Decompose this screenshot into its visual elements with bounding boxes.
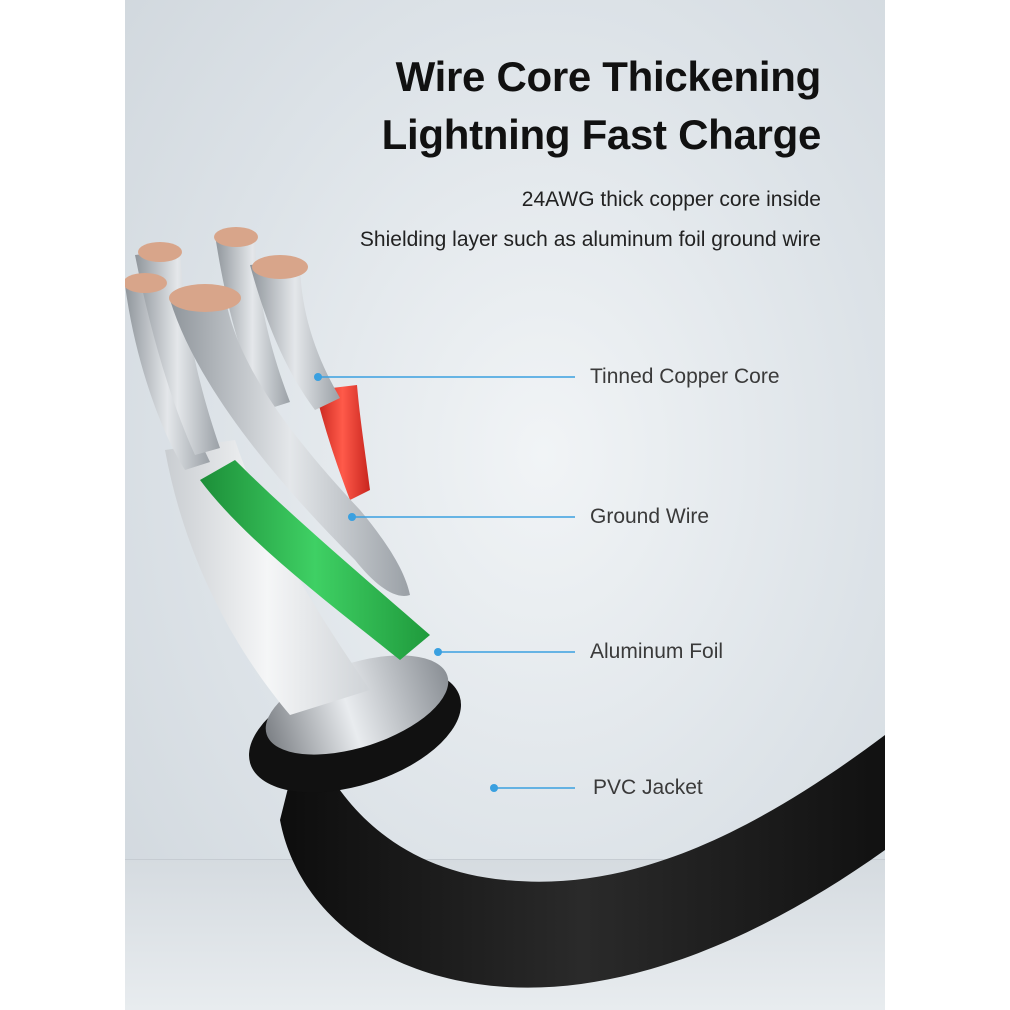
white-wire	[165, 440, 370, 715]
strand-bundle-4	[250, 260, 340, 410]
callout-label-tinned-copper-core: Tinned Copper Core	[590, 365, 780, 388]
strand-bundle-3	[215, 230, 290, 410]
product-image-panel: Wire Core Thickening Lightning Fast Char…	[125, 0, 885, 1010]
callout-label-pvc-jacket: PVC Jacket	[593, 776, 703, 799]
pvc-jacket	[280, 720, 885, 988]
callout-label-ground-wire: Ground Wire	[590, 505, 710, 528]
headline-line-2: Lightning Fast Charge	[381, 111, 822, 158]
callout-dot-pvc-jacket	[490, 784, 498, 792]
callout-label-aluminum-foil: Aluminum Foil	[590, 640, 724, 663]
cable-cross-section-illustration	[125, 227, 885, 988]
subtitle-line-2: Shielding layer such as aluminum foil gr…	[359, 228, 821, 251]
subtitle: 24AWG thick copper core inside Shielding…	[360, 180, 821, 260]
copper-tip-3	[214, 227, 258, 247]
headline-line-1: Wire Core Thickening	[395, 53, 822, 100]
callout-dot-ground-wire	[348, 513, 356, 521]
copper-tip-1	[125, 273, 167, 293]
strand-bundle-5	[170, 295, 410, 596]
headline: Wire Core Thickening Lightning Fast Char…	[381, 48, 822, 164]
green-wire	[200, 460, 430, 660]
callout-dot-aluminum-foil	[434, 648, 442, 656]
callout-dot-tinned-copper	[314, 373, 322, 381]
copper-tip-4	[252, 255, 308, 279]
strand-bundle-2	[135, 250, 220, 455]
copper-tip-2	[138, 242, 182, 262]
red-wire	[315, 385, 370, 500]
subtitle-line-1: 24AWG thick copper core inside	[521, 188, 821, 211]
copper-tip-5	[169, 284, 241, 312]
